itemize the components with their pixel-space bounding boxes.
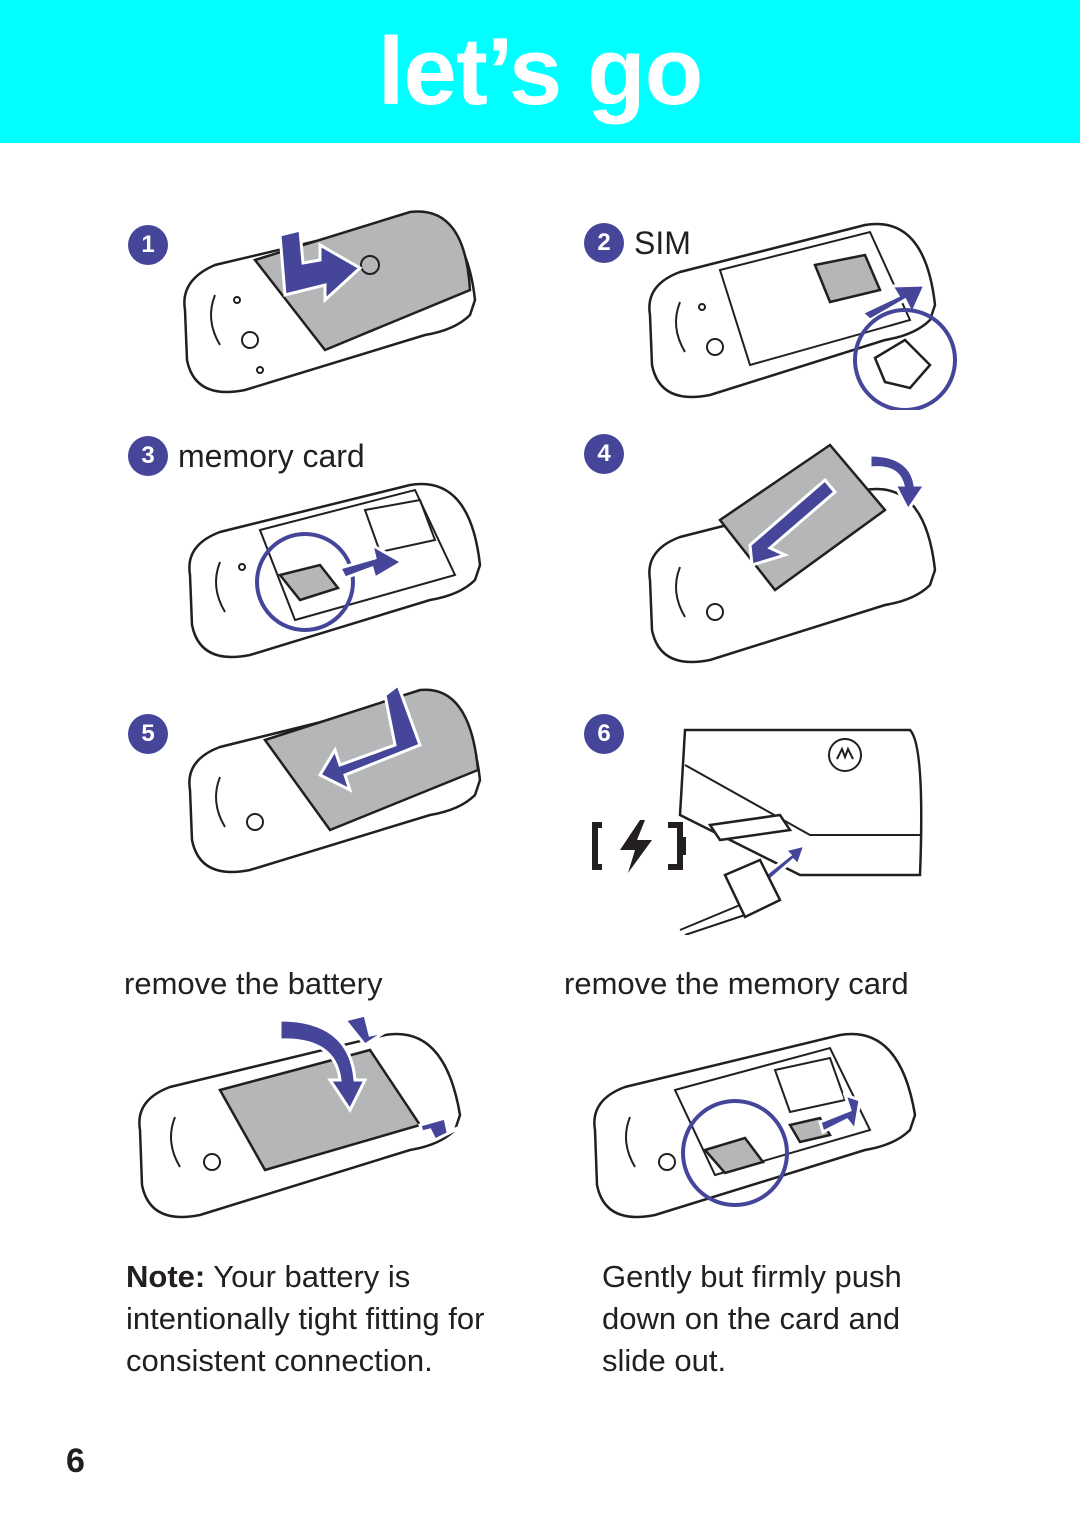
step-1-number: 1 bbox=[128, 225, 168, 265]
battery-cover-replace-illustration bbox=[188, 682, 482, 874]
battery-charging-icon bbox=[592, 820, 686, 873]
sim-insert-illustration bbox=[648, 222, 957, 410]
motorola-logo-icon bbox=[828, 738, 862, 772]
header-banner: let’s go bbox=[0, 0, 1080, 143]
step-2: 2 SIM bbox=[584, 223, 691, 263]
battery-cover-removal-illustration bbox=[183, 210, 477, 394]
battery-removal-illustration bbox=[138, 1013, 466, 1219]
remove-battery-title: remove the battery bbox=[124, 966, 383, 1001]
battery-note: Note: Your battery is intentionally tigh… bbox=[126, 1256, 546, 1382]
step-3-number: 3 bbox=[128, 436, 168, 476]
remove-card-title: remove the memory card bbox=[564, 966, 909, 1001]
page-title: let’s go bbox=[377, 17, 703, 125]
step-6-number: 6 bbox=[584, 714, 624, 754]
step-2-number: 2 bbox=[584, 223, 624, 263]
note-label: Note: bbox=[126, 1259, 206, 1294]
memory-card-insert-illustration bbox=[188, 482, 482, 659]
step-3-label: memory card bbox=[178, 437, 365, 474]
battery-insert-illustration bbox=[648, 443, 937, 664]
card-instructions: Gently but firmly push down on the card … bbox=[602, 1259, 902, 1378]
charger-connect-illustration bbox=[592, 728, 923, 935]
step-4-number: 4 bbox=[584, 434, 624, 474]
page-number: 6 bbox=[66, 1442, 85, 1480]
step-6: 6 bbox=[584, 714, 624, 754]
card-removal-illustration bbox=[593, 1032, 917, 1219]
step-1: 1 bbox=[128, 225, 168, 265]
step-3: 3 memory card bbox=[128, 436, 365, 476]
step-5: 5 bbox=[128, 714, 168, 754]
step-5-number: 5 bbox=[128, 714, 168, 754]
step-2-label: SIM bbox=[634, 224, 691, 261]
note-text: Your battery is intentionally tight fitt… bbox=[126, 1259, 485, 1378]
step-4: 4 bbox=[584, 434, 624, 474]
